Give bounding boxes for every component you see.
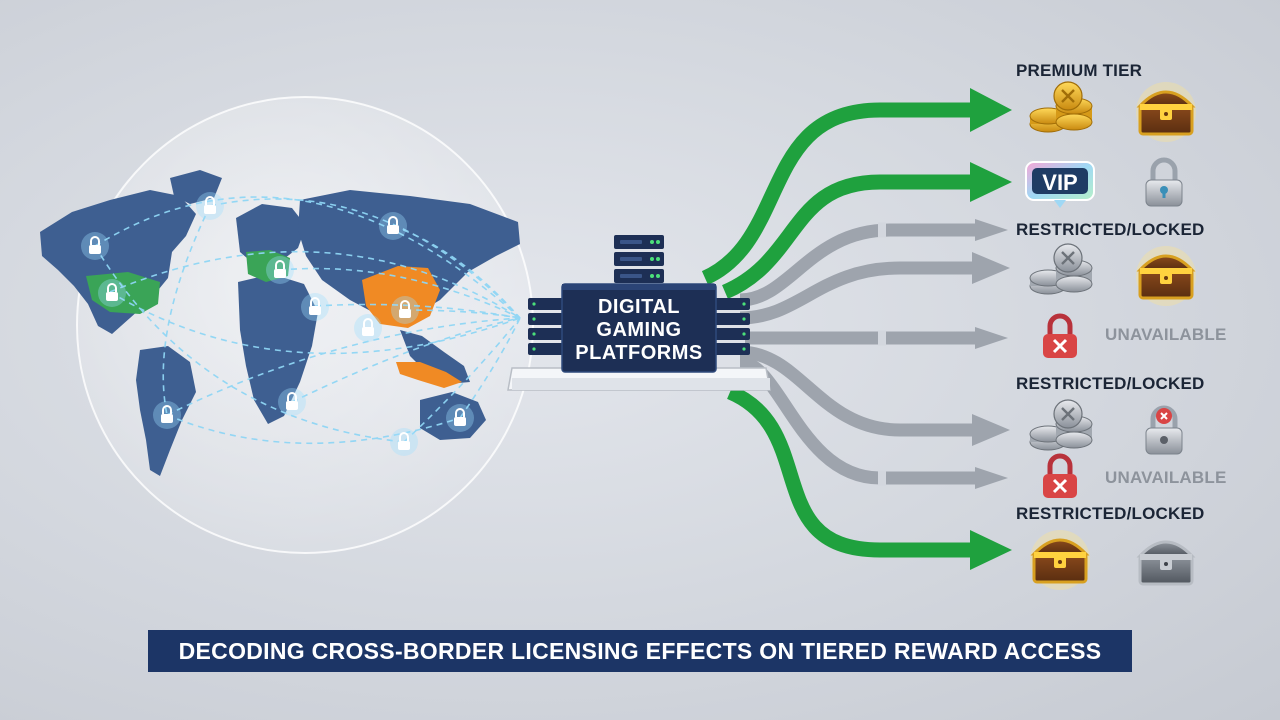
- gold-coins-icon: [1029, 81, 1093, 133]
- map-locks: [81, 192, 474, 456]
- silver-coins-icon: [1029, 399, 1093, 451]
- lock-icon: [81, 232, 109, 260]
- lock-icon: [446, 404, 474, 432]
- treasure-chest-icon: [1136, 82, 1196, 142]
- gray-flow-1: [739, 223, 975, 307]
- label-premium-tier: PREMIUM TIER: [1016, 61, 1143, 80]
- region-usa: [86, 272, 160, 314]
- treasure-chest-icon: [1136, 246, 1196, 306]
- server-rack-left: [528, 298, 564, 355]
- green-flow-chest: [726, 385, 975, 558]
- green-flows: [701, 102, 975, 558]
- continent-north-america: [40, 190, 196, 334]
- region-southeast-asia: [396, 362, 462, 388]
- server-icon: [614, 235, 664, 283]
- label-restricted-locked: RESTRICTED/LOCKED: [1016, 504, 1205, 523]
- vip-badge-text: VIP: [1042, 170, 1077, 195]
- platform-title-line: PLATFORMS: [575, 342, 703, 364]
- green-flow-premium: [701, 102, 975, 285]
- lock-icon: [266, 256, 294, 284]
- green-flow-vip: [721, 174, 975, 299]
- region-china: [362, 266, 440, 328]
- flow-arrows: [701, 88, 1012, 570]
- platform-title-line: DIGITAL: [597, 296, 680, 318]
- continent-europe: [236, 204, 306, 266]
- platform-title: DIGITAL GAMING PLATFORMS: [563, 296, 715, 365]
- server-rack-right: [714, 298, 750, 355]
- continent-greenland: [170, 170, 222, 204]
- locked-x-icon: [1043, 313, 1077, 358]
- treasure-chest-icon: [1030, 530, 1090, 590]
- world-map: [40, 170, 520, 476]
- treasure-chest-icon: [1136, 540, 1196, 586]
- world-globe: [40, 96, 534, 554]
- vip-badge-icon: VIP: [1025, 161, 1095, 208]
- label-restricted-locked: RESTRICTED/LOCKED: [1016, 374, 1205, 393]
- lock-icon: [1145, 405, 1183, 455]
- label-unavailable: UNAVAILABLE: [1105, 468, 1227, 487]
- silver-coins-icon: [1029, 243, 1093, 295]
- lock-icon: [390, 428, 418, 456]
- lock-icon: [391, 296, 419, 324]
- continent-southeast-asia: [400, 330, 470, 384]
- lock-icon: [354, 314, 382, 342]
- network-links: [94, 196, 521, 445]
- lock-icon: [379, 212, 407, 240]
- lock-icon: [278, 388, 306, 416]
- banner-title: DECODING CROSS-BORDER LICENSING EFFECTS …: [178, 637, 1102, 664]
- lock-icon: [301, 293, 329, 321]
- gaming-platform: [507, 235, 771, 391]
- gray-arrowheads: [972, 219, 1010, 489]
- title-banner: DECODING CROSS-BORDER LICENSING EFFECTS …: [148, 630, 1132, 672]
- gray-flow-2: [739, 261, 975, 325]
- lock-icon: [98, 279, 126, 307]
- lock-icon: [153, 401, 181, 429]
- lock-icon: [1145, 157, 1183, 207]
- label-restricted-locked: RESTRICTED/LOCKED: [1016, 220, 1205, 239]
- lock-icon: [196, 192, 224, 220]
- continent-asia: [298, 190, 520, 318]
- label-unavailable: UNAVAILABLE: [1105, 325, 1227, 344]
- gray-flow-dashes: [878, 222, 886, 486]
- continent-africa: [238, 274, 318, 424]
- locked-x-icon: [1043, 453, 1077, 498]
- platform-title-line: GAMING: [596, 319, 682, 341]
- gray-flow-4: [739, 345, 975, 437]
- green-arrowheads: [970, 88, 1012, 570]
